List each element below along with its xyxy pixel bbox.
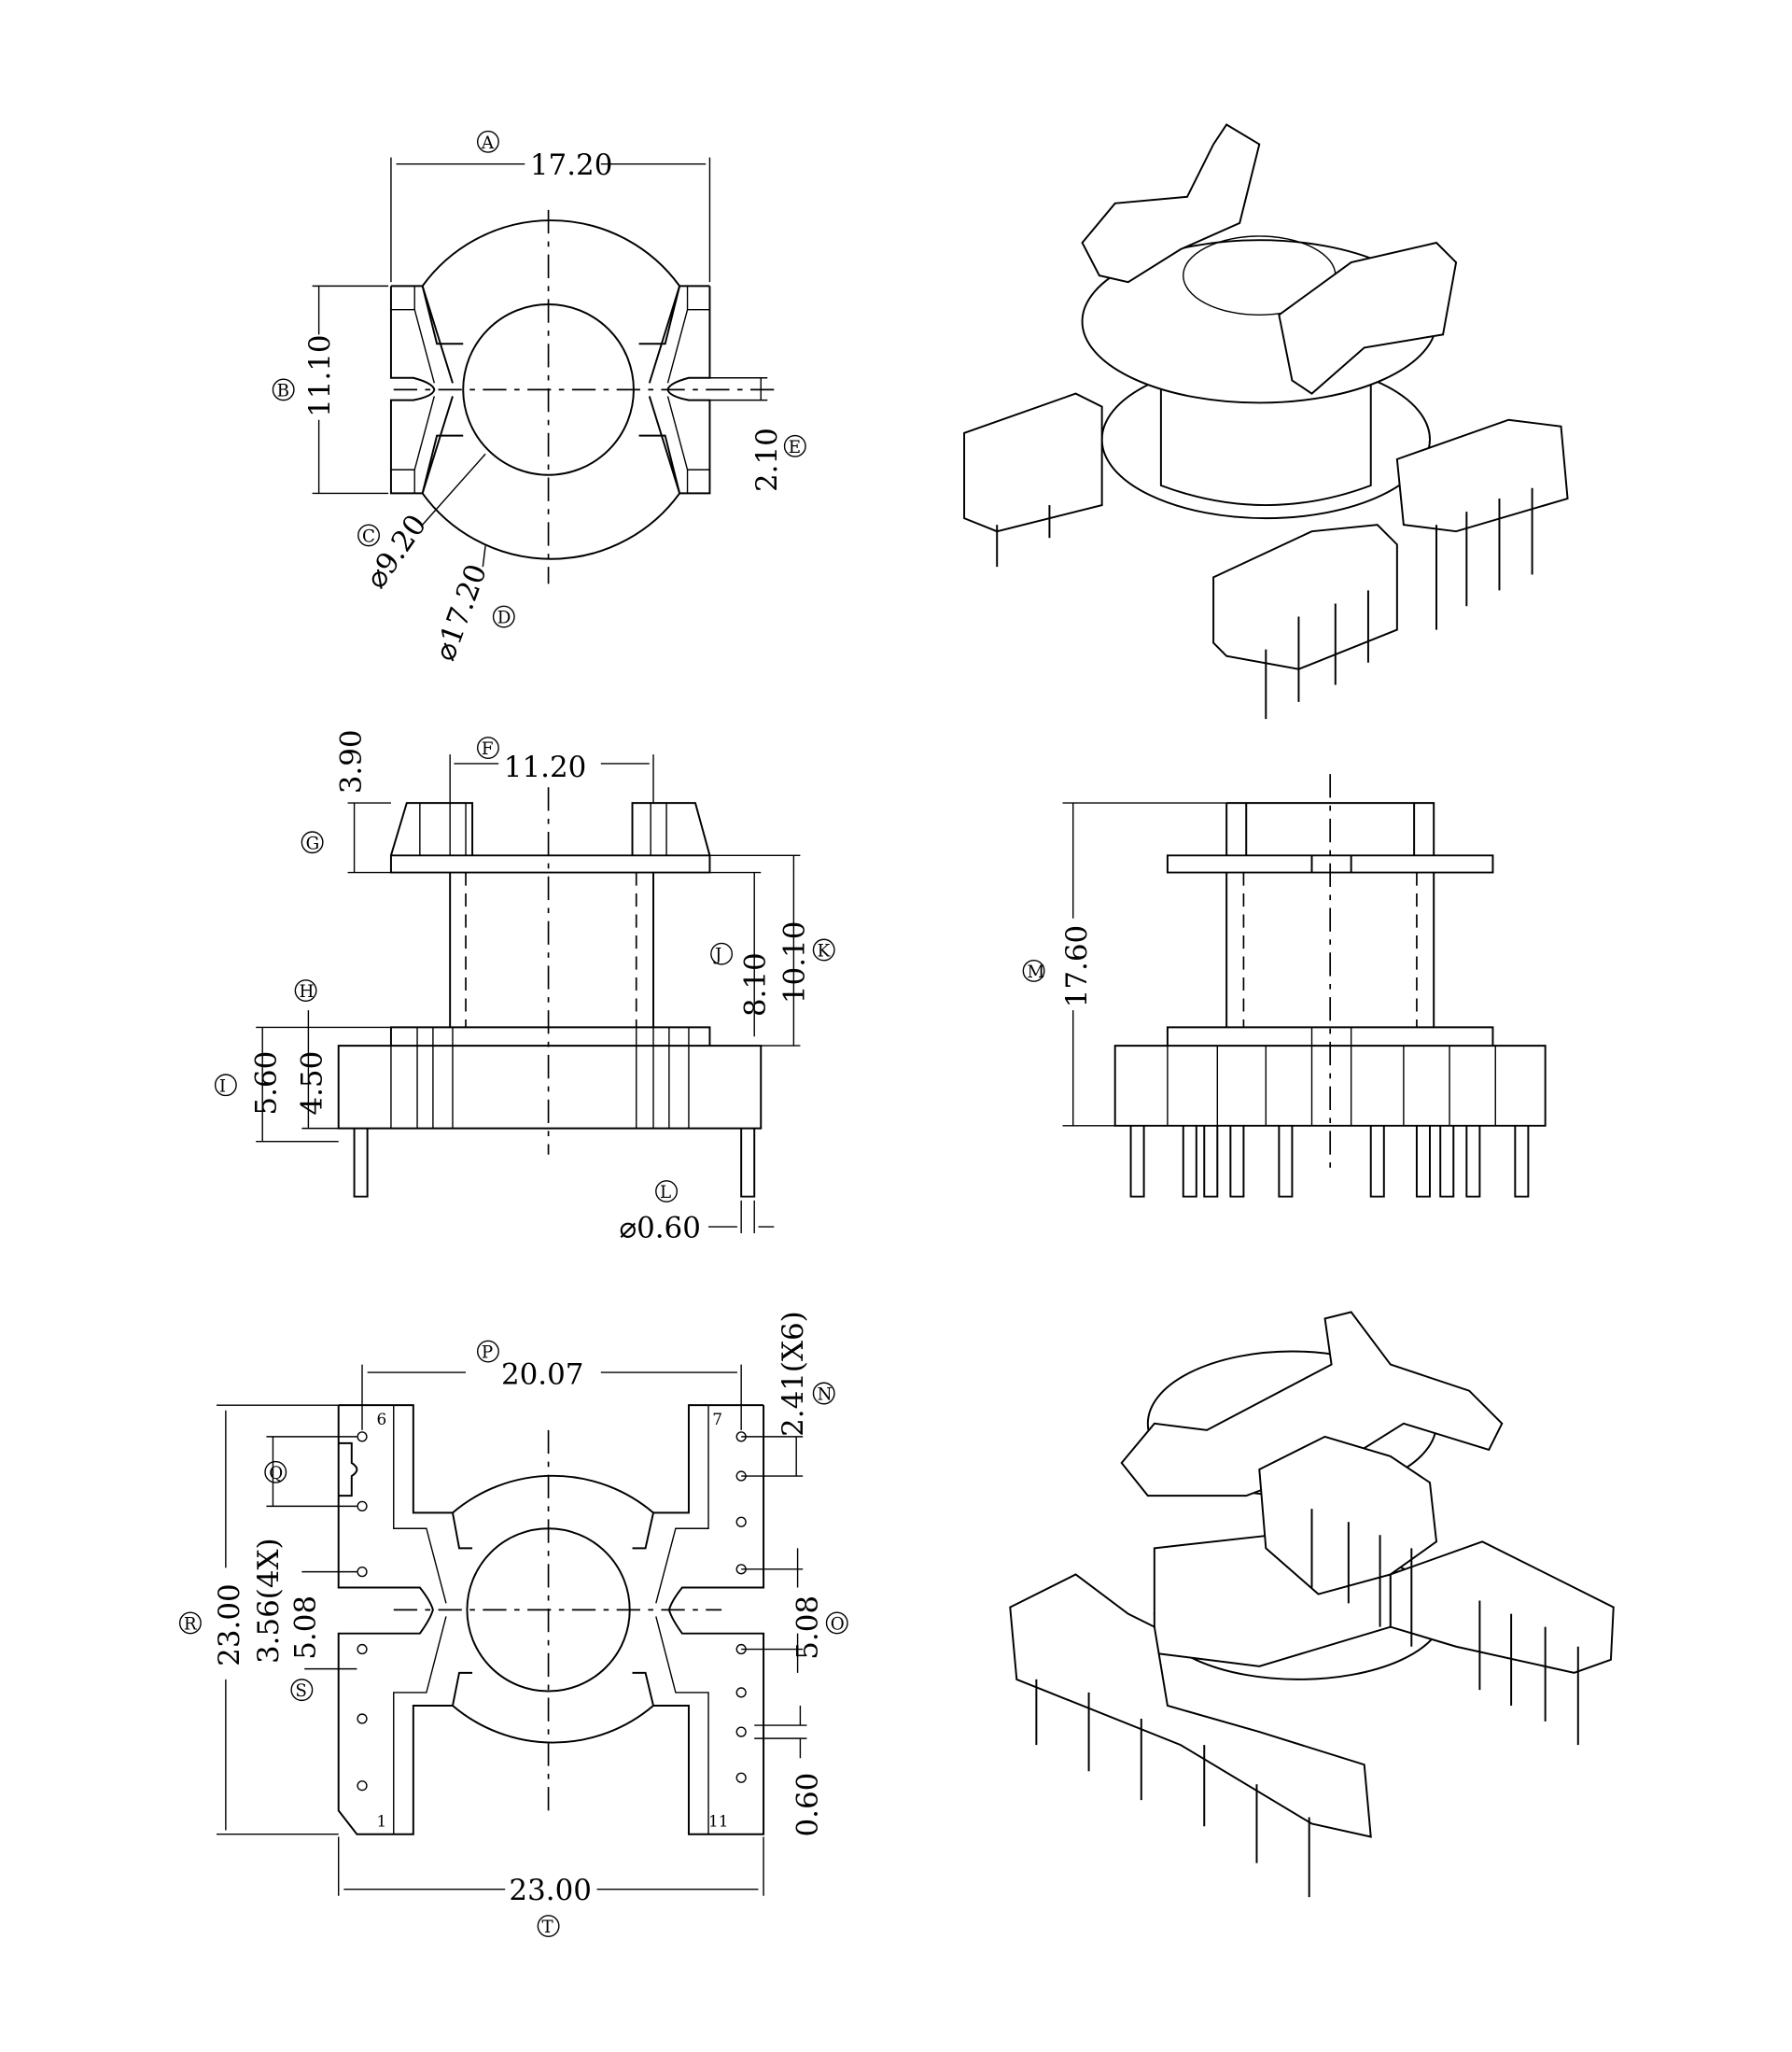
pin-number-6: 6 (376, 1410, 386, 1428)
dim-k-value: 10.10 (778, 921, 812, 1004)
dim-p-tag: P (482, 1343, 493, 1363)
dim-e-tag: E (789, 438, 801, 457)
dim-t-value: 23.00 (509, 1874, 591, 1907)
pin-number-7: 7 (712, 1410, 722, 1428)
isometric-view-bottom (1009, 1311, 1615, 1898)
dim-slot-width-value: 0.60 (791, 1773, 825, 1837)
dim-r-value: 23.00 (213, 1583, 246, 1665)
dim-i-tag: I (219, 1076, 226, 1096)
dim-m-value: 17.60 (1060, 925, 1094, 1007)
dim-g-value: 3.90 (335, 729, 369, 794)
dim-s-tag: S (295, 1681, 307, 1701)
side-view: 11.20 F 3.90 G 8.10 J 10.10 K H 4.50 5.6… (214, 729, 835, 1244)
dim-f-value: 11.20 (504, 751, 586, 784)
dim-n-value: 2.41(X6) (777, 1311, 810, 1437)
pin-number-11: 11 (708, 1811, 728, 1830)
dim-r-tag: R (184, 1614, 198, 1634)
dim-h-value: 4.50 (295, 1051, 329, 1116)
dim-j-value: 8.10 (738, 952, 772, 1017)
dim-c-value: ⌀9.20 (359, 509, 434, 595)
dim-l-value: ⌀0.60 (619, 1211, 700, 1244)
dim-s-value: 5.08 (288, 1595, 322, 1660)
dim-p-value: 20.07 (501, 1358, 583, 1392)
isometric-view-top (963, 123, 1569, 720)
dim-d-tag: D (497, 609, 511, 628)
front-view: 17.60 M (1022, 774, 1547, 1198)
dim-t-tag: T (542, 1918, 553, 1937)
dim-q-tag: Q (269, 1464, 283, 1483)
dim-a-tag: A (481, 134, 495, 153)
dim-l-tag: L (660, 1183, 671, 1202)
dim-o-value: 5.08 (791, 1595, 825, 1660)
dim-c-tag: C (362, 527, 375, 546)
dim-m-tag: M (1028, 963, 1045, 982)
dim-b-tag: B (277, 381, 289, 401)
dim-g-tag: G (306, 834, 320, 853)
dim-i-value: 5.60 (249, 1051, 283, 1116)
dim-e-value: 2.10 (750, 428, 784, 492)
dim-q-value: 3.56(4X) (252, 1538, 286, 1664)
pin-number-1: 1 (376, 1811, 386, 1830)
dim-o-tag: O (831, 1614, 845, 1634)
dim-n-tag: N (818, 1385, 833, 1405)
top-view: 17.20 A 11.10 B 2.10 E ⌀9.20 C ⌀17.20 D (272, 130, 806, 666)
dim-d-value: ⌀17.20 (428, 560, 494, 666)
dim-k-tag: K (818, 942, 831, 962)
dim-f-tag: F (482, 739, 494, 759)
dim-h-tag: H (300, 982, 315, 1002)
dim-j-tag: J (713, 946, 721, 965)
bottom-view: 6 7 1 11 20.07 P 2.41(X6) N Q 3.56(4X) 2… (178, 1311, 848, 1937)
dim-a-value: 17.20 (530, 148, 612, 182)
dim-b-value: 11.10 (303, 334, 337, 416)
